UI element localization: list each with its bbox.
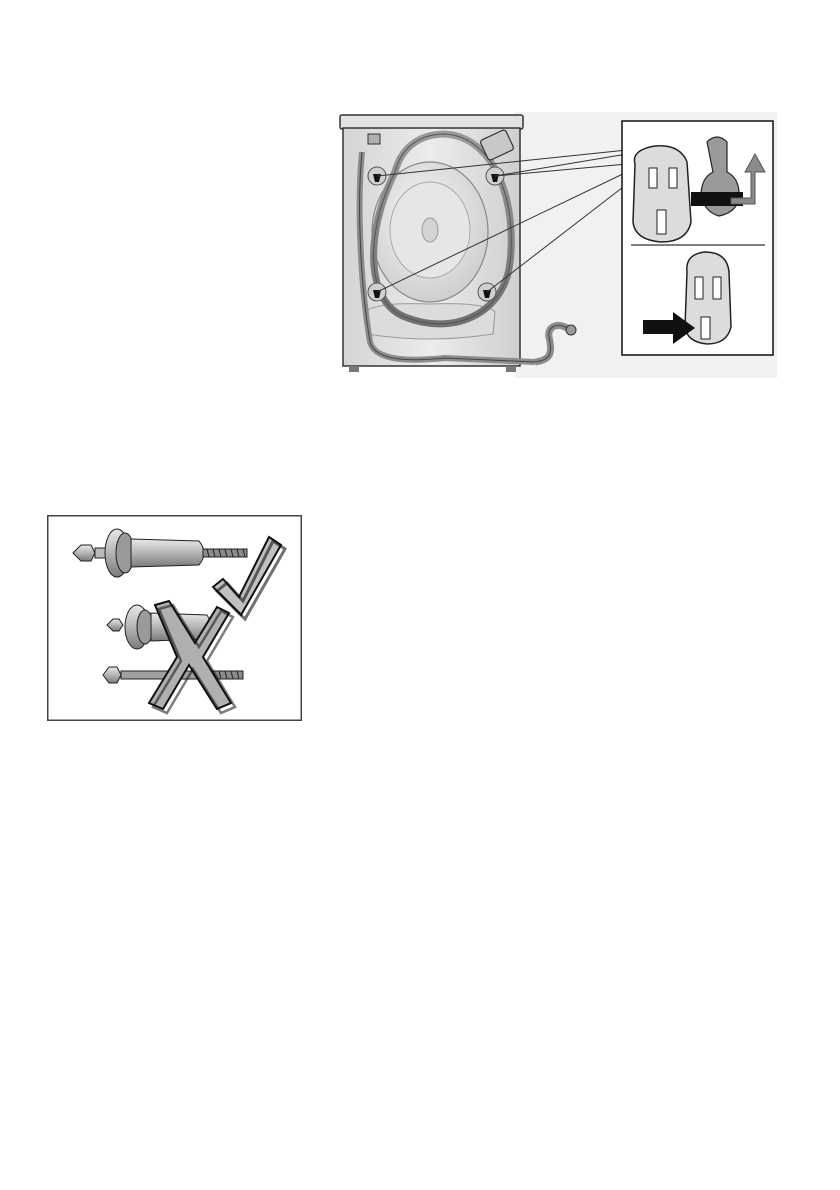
machine-foot-left [349, 366, 359, 372]
washer-rear-svg [335, 112, 777, 378]
machine-lid [340, 115, 523, 129]
plate-slot-3 [657, 210, 666, 234]
plate-slot-4 [695, 277, 703, 299]
bolt-comparison-illustration [47, 515, 302, 721]
plate-slot-5 [713, 277, 721, 299]
bolt-thread-correct [203, 549, 247, 557]
plate-slot-2 [669, 168, 677, 188]
drum-hub [422, 218, 438, 242]
cable-clip [368, 134, 380, 144]
machine-foot-right [506, 366, 516, 372]
plate-slot-6 [701, 317, 710, 339]
hose-cap [566, 325, 576, 335]
plate-slot-1 [649, 168, 657, 188]
washer-rear-illustration [335, 112, 777, 378]
bolt-comparison-svg [47, 515, 302, 721]
spacer-sleeve [131, 539, 204, 567]
